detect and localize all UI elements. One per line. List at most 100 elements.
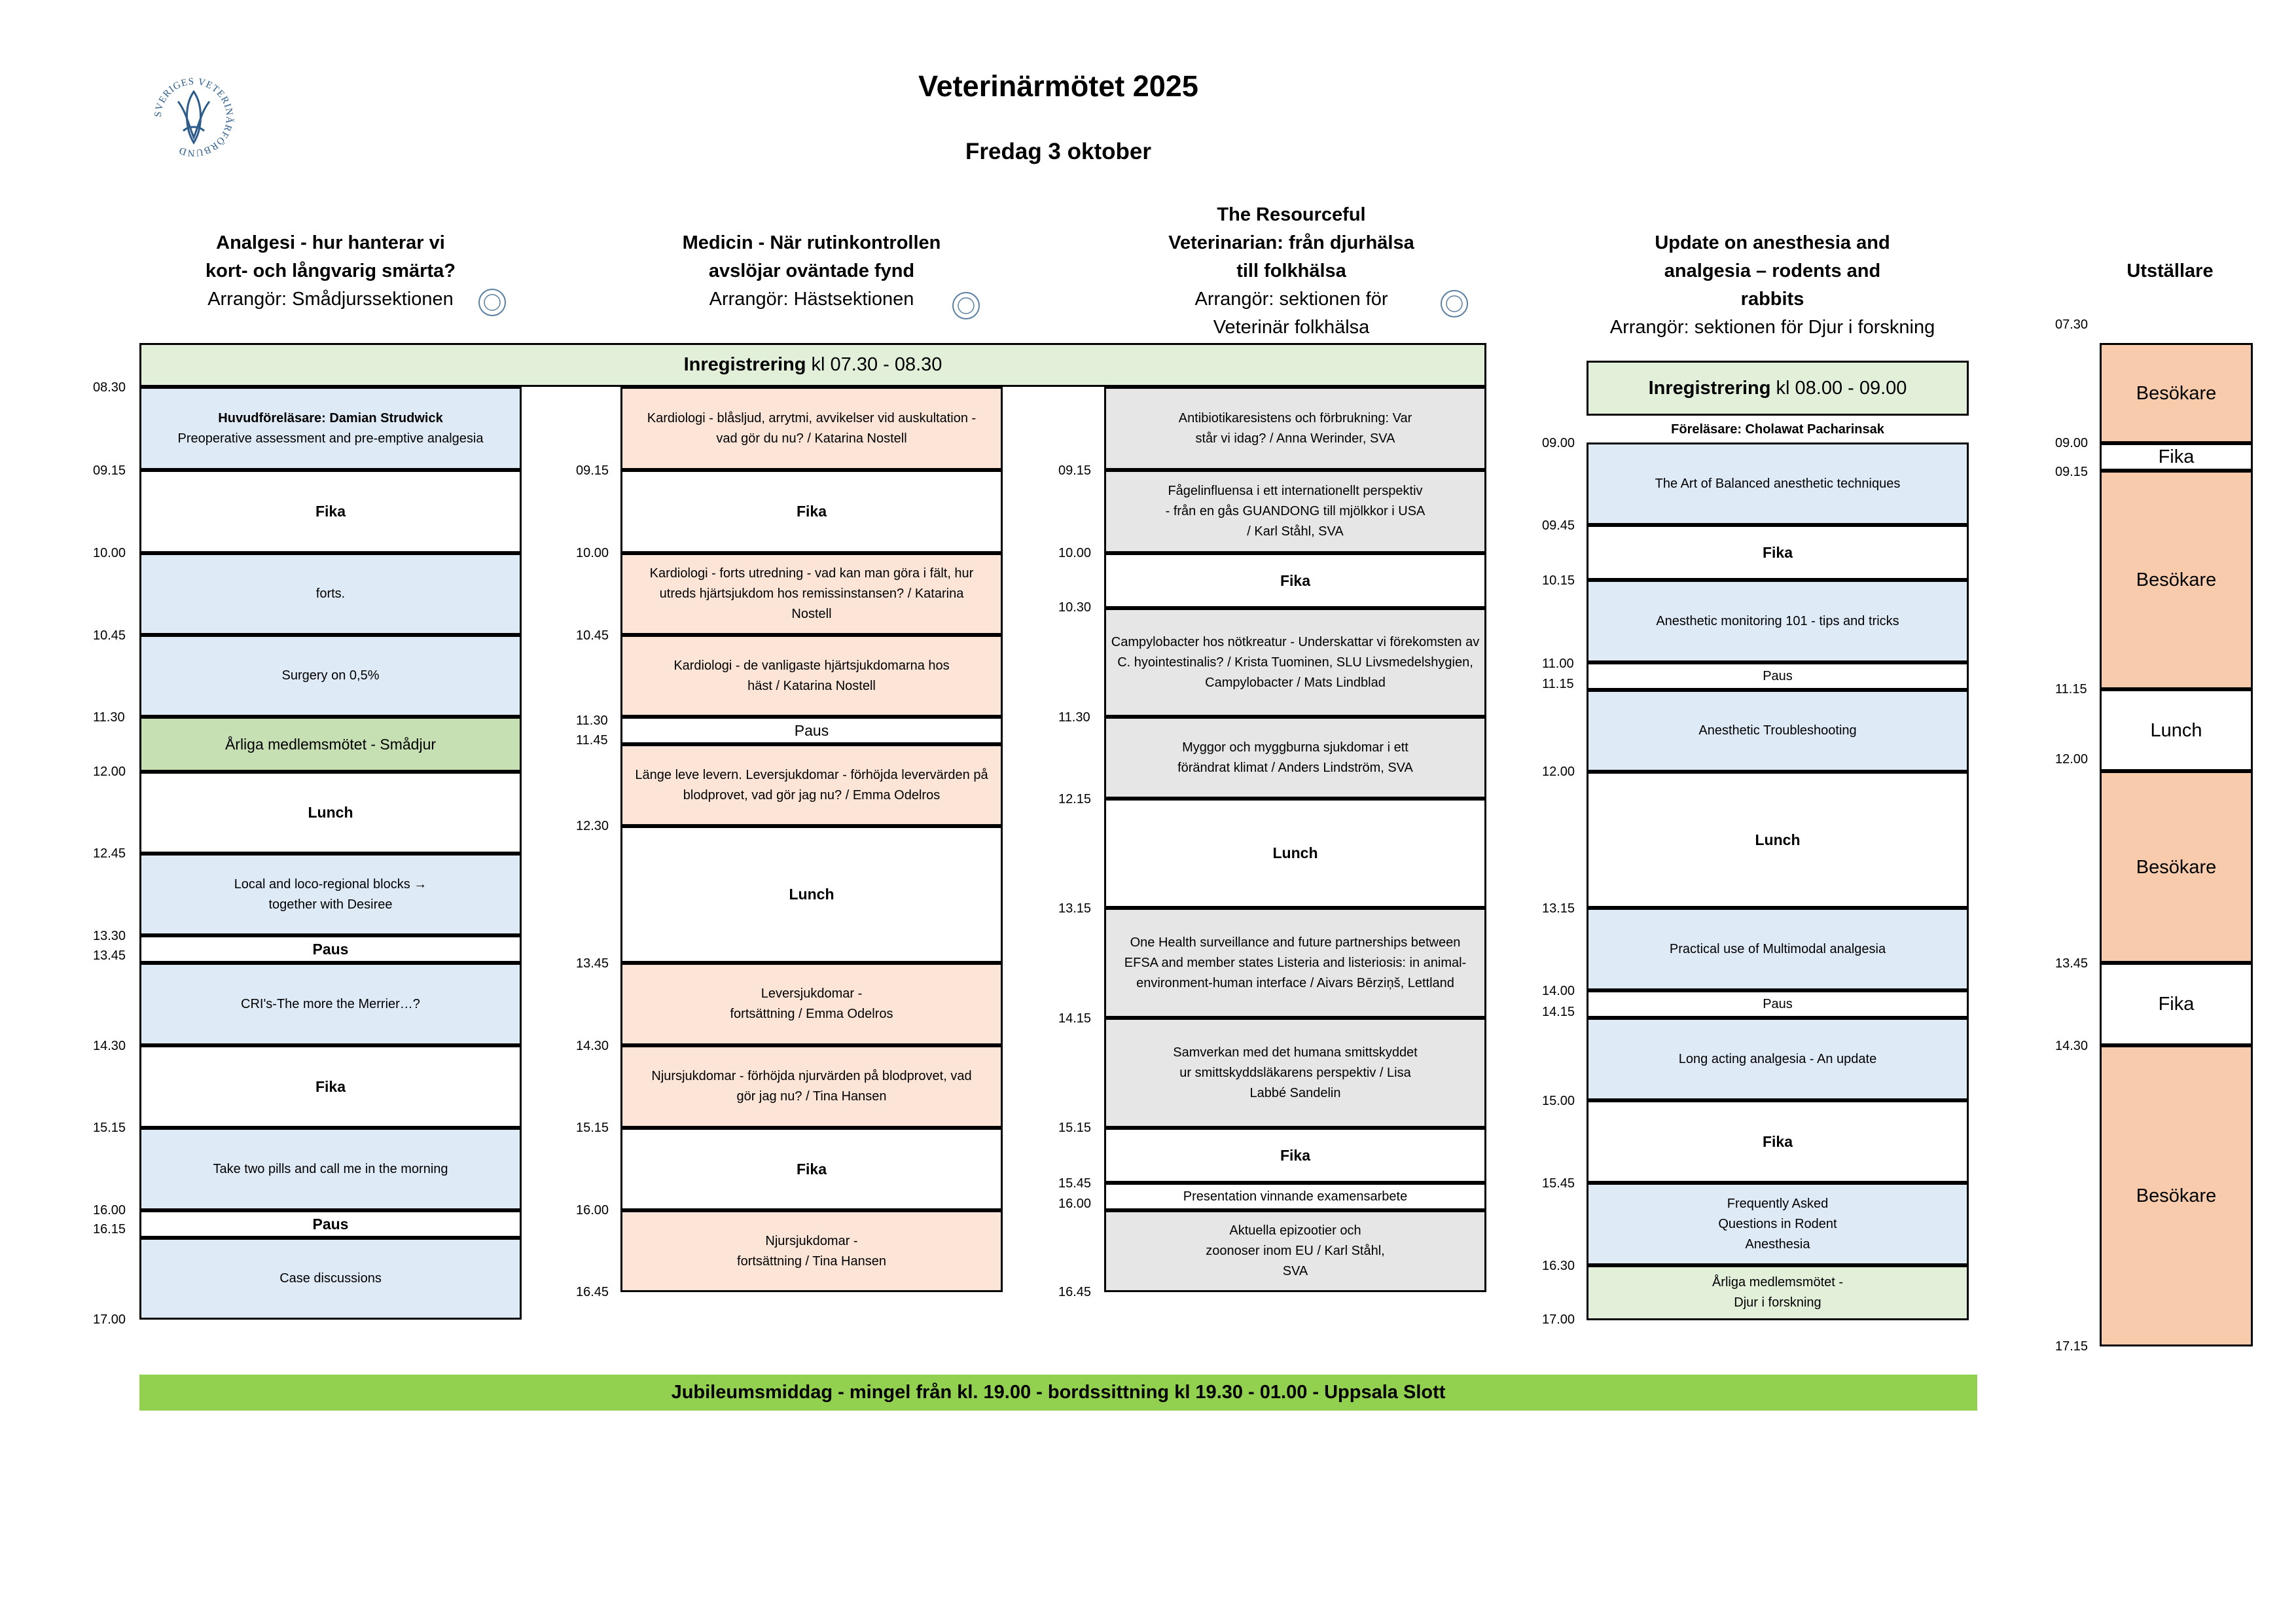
session-block: Antibiotikaresistens och förbrukning: Va… [1104, 387, 1486, 470]
session-text: Preoperative assessment and pre-emptive … [177, 431, 484, 446]
session-block: Länge leve levern. Leversjukdomar - förh… [620, 744, 1003, 826]
time-label: 12.00 [1542, 765, 1575, 779]
break-block: Fika [139, 470, 522, 553]
time-label: 09.00 [2055, 436, 2089, 450]
time-label: 10.00 [1058, 546, 1092, 560]
time-label: 15.15 [576, 1121, 609, 1135]
time-label: 16.15 [93, 1222, 126, 1236]
break-block: Fika [1587, 1100, 1969, 1183]
time-label: 15.00 [1542, 1094, 1575, 1108]
time-label: 17.15 [2055, 1339, 2089, 1354]
session-block: Njursjukdomar - fortsättning / Tina Hans… [620, 1210, 1003, 1292]
time-label: 10.45 [576, 628, 609, 643]
logo: SVERIGES VETERINÄRFÖRBUND [145, 65, 242, 169]
page-subtitle: Fredag 3 oktober [965, 139, 1151, 164]
time-label: 11.45 [576, 733, 608, 748]
column-organizer-1: Arrangör: Smådjurssektionen [207, 289, 454, 310]
break-block: Fika [1587, 525, 1969, 580]
time-label: 11.30 [93, 710, 125, 725]
page-title: Veterinärmötet 2025 [918, 69, 1198, 103]
session-block: Take two pills and call me in the mornin… [139, 1128, 522, 1210]
time-label: 11.30 [1058, 710, 1090, 725]
break-block: Fika [139, 1045, 522, 1128]
time-label: 12.30 [576, 819, 609, 833]
time-label: 09.15 [576, 463, 609, 478]
exhibitor-block: Fika [2100, 963, 2253, 1045]
time-label: 17.00 [1542, 1312, 1575, 1327]
column-header-4: Update on anesthesia and analgesia – rod… [1581, 229, 1964, 342]
time-label: 09.00 [1542, 436, 1575, 450]
break-block: Fika [1104, 553, 1486, 608]
session-block: Njursjukdomar - förhöjda njurvärden på b… [620, 1045, 1003, 1128]
column-title-5: Utställare [2126, 261, 2214, 281]
time-label: 10.00 [93, 546, 126, 560]
time-label: 14.15 [1058, 1011, 1092, 1026]
session-block: Case discussions [139, 1238, 522, 1320]
column-organizer-2: Arrangör: Hästsektionen [709, 289, 914, 310]
section-seal-icon [950, 290, 982, 321]
break-block: Paus [1587, 990, 1969, 1018]
session-block: Aktuella epizootier och zoonoser inom EU… [1104, 1210, 1486, 1292]
session-block: Kardiologi - forts utredning - vad kan m… [620, 553, 1003, 635]
session-block: Samverkan med det humana smittskyddet ur… [1104, 1018, 1486, 1128]
break-block: Paus [620, 717, 1003, 744]
session-block: Local and loco-regional blocks → togethe… [139, 854, 522, 935]
time-label: 16.00 [1058, 1197, 1092, 1211]
time-label: 17.00 [93, 1312, 126, 1327]
column-header-5: Utställare [2093, 257, 2247, 285]
time-label: 15.15 [93, 1121, 126, 1135]
break-block: Fika [620, 470, 1003, 553]
time-label: 13.45 [2055, 956, 2089, 971]
break-block: Lunch [139, 772, 522, 854]
session-block: Practical use of Multimodal analgesia [1587, 908, 1969, 990]
break-block: Paus [1587, 662, 1969, 690]
session-block: forts. [139, 553, 522, 635]
column-title-1: Analgesi - hur hanterar vi kort- och lån… [206, 232, 456, 281]
session-block: The Art of Balanced anesthetic technique… [1587, 442, 1969, 525]
column-organizer-4: Arrangör: sektionen för Djur i forskning [1609, 317, 1935, 338]
time-label: 09.15 [1058, 463, 1092, 478]
session-block: Anesthetic Troubleshooting [1587, 690, 1969, 772]
section-seal-icon [476, 287, 508, 318]
time-label: 13.15 [1542, 901, 1575, 916]
session-block: Long acting analgesia - An update [1587, 1018, 1969, 1100]
break-block: Lunch [1104, 799, 1486, 908]
time-label: 14.30 [576, 1039, 609, 1053]
dinner-banner: Jubileumsmiddag - mingel från kl. 19.00 … [139, 1375, 1977, 1411]
time-label: 12.15 [1058, 792, 1092, 806]
time-label: 13.15 [1058, 901, 1092, 916]
col4-lecturer: Föreläsare: Cholawat Pacharinsak [1671, 422, 1884, 437]
time-label: 13.30 [93, 929, 126, 943]
time-label: 07.30 [2055, 317, 2089, 332]
time-label: 11.00 [1542, 657, 1574, 671]
time-label: 09.15 [2055, 465, 2089, 479]
time-label: 10.45 [93, 628, 126, 643]
session-block: Anesthetic monitoring 101 - tips and tri… [1587, 580, 1969, 662]
exhibitor-block: Besökare [2100, 471, 2253, 689]
session-block: Huvudföreläsare: Damian Strudwick Preope… [139, 387, 522, 470]
time-label: 11.15 [2055, 682, 2087, 696]
registration-time: kl 08.00 - 09.00 [1776, 377, 1907, 399]
time-label: 13.45 [576, 956, 609, 971]
time-label: 10.15 [1542, 573, 1575, 588]
session-block: Leversjukdomar - fortsättning / Emma Ode… [620, 963, 1003, 1045]
time-label: 10.30 [1058, 600, 1092, 615]
break-block: Lunch [620, 826, 1003, 963]
time-label: 14.15 [1542, 1005, 1575, 1019]
registration-label: Inregistrering [683, 354, 806, 375]
session-speaker: Huvudföreläsare: Damian Strudwick [218, 410, 443, 425]
session-block: Presentation vinnande examensarbete [1104, 1183, 1486, 1210]
session-block: Campylobacter hos nötkreatur - Underskat… [1104, 608, 1486, 717]
time-label: 15.45 [1542, 1176, 1575, 1191]
time-label: 13.45 [93, 948, 126, 963]
time-label: 12.45 [93, 846, 126, 861]
time-label: 16.30 [1542, 1259, 1575, 1273]
break-block: Fika [620, 1128, 1003, 1210]
session-block: One Health surveillance and future partn… [1104, 908, 1486, 1018]
time-label: 14.00 [1542, 984, 1575, 998]
time-label: 14.30 [2055, 1039, 2089, 1053]
time-label: 11.15 [1542, 677, 1574, 691]
column-title-2: Medicin - När rutinkontrollen avslöjar o… [682, 232, 941, 281]
registration-time: kl 07.30 - 08.30 [811, 354, 942, 375]
